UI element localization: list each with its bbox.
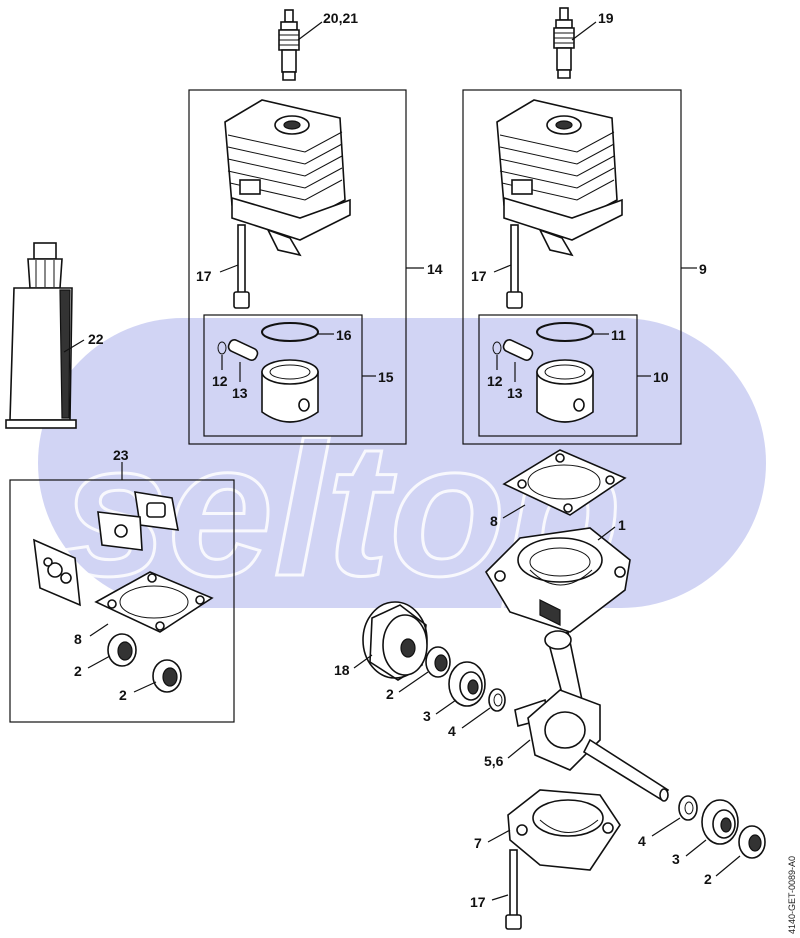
label-screw-left: 17 (196, 268, 212, 284)
leader-lines (63, 21, 741, 901)
cylinder-box-left (188, 89, 407, 445)
cylinder-box-right (462, 89, 682, 445)
bearing-upper (448, 661, 486, 707)
label-clip-left: 12 (212, 373, 228, 389)
label-box-right: 9 (699, 261, 707, 277)
label-pin-left: 13 (232, 385, 248, 401)
label-spark-plug-b: 19 (598, 10, 614, 26)
piston-right (492, 322, 594, 423)
label-clip-right: 12 (487, 373, 503, 389)
crankcase (484, 527, 631, 633)
part-labels: 20,21 19 14 9 17 17 16 11 15 10 12 13 12… (74, 10, 712, 910)
screw-left (233, 224, 250, 309)
label-bearing-lower: 3 (672, 851, 680, 867)
label-tube: 22 (88, 331, 104, 347)
label-crankshaft: 5,6 (484, 753, 504, 769)
label-gasket: 8 (490, 513, 498, 529)
label-bearing-upper: 3 (423, 708, 431, 724)
label-piston-set-left: 15 (378, 369, 394, 385)
label-kit-seal-1: 2 (74, 663, 82, 679)
label-kit-gasket: 8 (74, 631, 82, 647)
spark-plug-left (278, 9, 300, 81)
label-seal-lower: 2 (704, 871, 712, 887)
bearing-lower (701, 799, 739, 845)
label-spark-plug-a: 20,21 (323, 10, 358, 26)
label-flywheel: 18 (334, 662, 350, 678)
gasket-kit-parts (33, 491, 214, 693)
label-kit-seal-2: 2 (119, 687, 127, 703)
washer-upper (488, 688, 506, 712)
label-seal-upper: 2 (386, 686, 394, 702)
drawing-code: 4140-GET-0089-A0 (787, 856, 797, 934)
label-ring-left: 16 (336, 327, 352, 343)
label-washer-lower: 4 (638, 833, 646, 849)
seal-lower (738, 825, 766, 859)
watermark: seltop (38, 318, 766, 618)
lower-crankcase (507, 789, 621, 871)
label-piston-set-right: 10 (653, 369, 669, 385)
screw-bottom (505, 849, 522, 930)
crankshaft (514, 630, 670, 802)
cylinder-left (224, 99, 351, 257)
gasket-upper (502, 449, 627, 516)
cylinder-right (496, 99, 623, 257)
label-washer-upper: 4 (448, 723, 456, 739)
washer-lower (678, 795, 698, 821)
label-screw-right: 17 (471, 268, 487, 284)
label-screw-bottom: 17 (470, 894, 486, 910)
label-pin-right: 13 (507, 385, 523, 401)
piston-left (217, 322, 319, 423)
label-crankcase: 1 (618, 517, 626, 533)
label-gasket-kit: 23 (113, 447, 129, 463)
seal-upper (425, 646, 451, 678)
label-ring-right: 11 (611, 327, 626, 343)
label-box-left: 14 (427, 261, 443, 277)
grease-tube (5, 242, 77, 429)
spark-plug-right (553, 7, 575, 79)
flywheel (362, 601, 428, 681)
label-lower-case: 7 (474, 835, 482, 851)
screw-right (506, 224, 523, 309)
